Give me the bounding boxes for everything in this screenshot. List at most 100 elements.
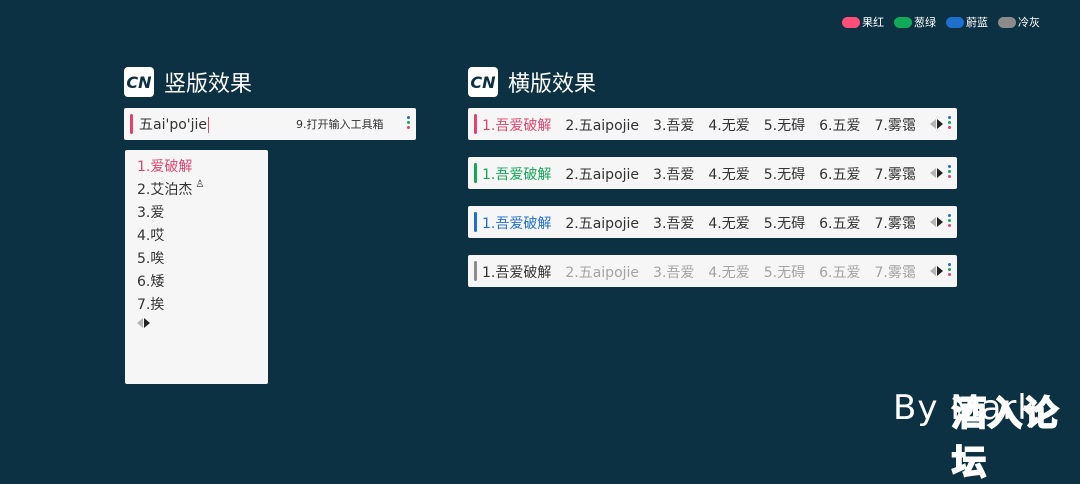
horizontal-candidate-bar-red: 1.吾爱破解 2.五aipojie 3.吾爱 4.无爱 5.无碍 6.五爱 7.… [468, 108, 957, 140]
legend-swatch [894, 16, 912, 28]
legend-label: 果红 [862, 16, 884, 29]
candidate-item[interactable]: 4.无爱 [708, 216, 750, 232]
candidate-item[interactable]: 1.吾爱破解 [482, 118, 552, 134]
candidate-item[interactable]: 3.吾爱 [653, 167, 695, 183]
more-menu-icon[interactable] [407, 116, 410, 129]
menu-dot [948, 170, 951, 173]
more-menu-icon[interactable] [948, 116, 951, 129]
candidate-item[interactable]: 3.爱 [137, 205, 165, 221]
candidate-item[interactable]: 1.吾爱破解 [482, 265, 552, 281]
legend-label: 冷灰 [1018, 16, 1040, 29]
candidate-item[interactable]: 5.唉 [137, 251, 165, 267]
candidate-row: 1.吾爱破解 2.五aipojie 3.吾爱 4.无爱 5.无碍 6.五爱 7.… [482, 164, 916, 184]
candidate-item[interactable]: 5.无碍 [763, 167, 806, 183]
candidate-row: 1.吾爱破解 2.五aipojie 3.吾爱 4.无爱 5.无碍 6.五爱 7.… [482, 115, 916, 135]
cn-badge-icon: CN [468, 67, 498, 97]
candidate-item[interactable]: 5.无碍 [763, 216, 806, 232]
candidate-item[interactable]: 6.五爱 [819, 167, 861, 183]
candidate-item[interactable]: 3.吾爱 [653, 265, 695, 281]
candidate-item[interactable]: 4.无爱 [708, 118, 750, 134]
theme-legend: 果红 葱绿 蔚蓝 冷灰 [842, 14, 1040, 30]
toolbox-hint[interactable]: 9.打开输入工具箱 [296, 118, 384, 131]
person-icon: ♙ [195, 179, 205, 190]
vertical-section-title: 竖版效果 [164, 72, 253, 97]
candidate-item[interactable]: 6.五爱 [819, 265, 861, 281]
candidate-item[interactable]: 5.无碍 [763, 118, 806, 134]
candidate-row: 1.吾爱破解 2.五aipojie 3.吾爱 4.无爱 5.无碍 6.五爱 7.… [482, 213, 916, 233]
page-arrows [930, 119, 943, 129]
prev-page-icon[interactable] [930, 119, 936, 129]
prev-page-icon[interactable] [930, 217, 936, 227]
composition-value: 五ai'po'jie [139, 117, 208, 133]
candidate-item[interactable]: 4.无爱 [708, 265, 750, 281]
menu-dot [948, 273, 951, 276]
text-caret [208, 117, 210, 133]
candidate-item[interactable]: 4.哎 [137, 228, 165, 244]
candidate-item[interactable]: 7.雾霭 [874, 216, 916, 232]
candidate-item[interactable]: 6.五爱 [819, 216, 861, 232]
candidate-item[interactable]: 2.五aipojie [565, 265, 640, 281]
next-page-icon[interactable] [937, 266, 943, 276]
candidate-item[interactable]: 7.雾霭 [874, 118, 916, 134]
legend-label: 蔚蓝 [966, 16, 988, 29]
legend-item-blue: 蔚蓝 [946, 14, 988, 30]
horizontal-candidate-bar-green: 1.吾爱破解 2.五aipojie 3.吾爱 4.无爱 5.无碍 6.五爱 7.… [468, 157, 957, 189]
next-page-icon[interactable] [937, 119, 943, 129]
legend-item-red: 果红 [842, 14, 884, 30]
next-page-icon[interactable] [937, 217, 943, 227]
candidate-item[interactable]: 7.挨 [137, 297, 165, 313]
legend-swatch [842, 16, 860, 28]
vertical-input-box[interactable]: 五ai'po'jie 9.打开输入工具箱 [124, 108, 416, 140]
menu-dot [948, 214, 951, 217]
legend-swatch [998, 16, 1016, 28]
next-page-icon[interactable] [144, 318, 150, 328]
horizontal-section-title: 横版效果 [508, 72, 597, 97]
candidate-item[interactable]: 2.五aipojie [565, 216, 640, 232]
candidate-text: 2.艾泊杰 [137, 182, 193, 198]
menu-dot [407, 126, 410, 129]
candidate-item[interactable]: 7.雾霭 [874, 167, 916, 183]
candidate-item[interactable]: 7.雾霭 [874, 265, 916, 281]
page-arrows [930, 168, 943, 178]
accent-bar [474, 114, 477, 134]
legend-label: 葱绿 [914, 16, 936, 29]
composition-text[interactable]: 五ai'po'jie [139, 114, 210, 134]
candidate-item[interactable]: 2.艾泊杰♙ [137, 179, 204, 199]
accent-bar [474, 261, 477, 281]
legend-item-gray: 冷灰 [998, 14, 1040, 30]
next-page-icon[interactable] [937, 168, 943, 178]
candidate-item[interactable]: 1.吾爱破解 [482, 216, 552, 232]
accent-bar [474, 212, 477, 232]
cn-badge-icon: CN [124, 67, 154, 97]
prev-page-icon[interactable] [930, 266, 936, 276]
more-menu-icon[interactable] [948, 214, 951, 227]
menu-dot [407, 116, 410, 119]
candidate-item[interactable]: 6.五爱 [819, 118, 861, 134]
candidate-item[interactable]: 5.无碍 [763, 265, 806, 281]
candidate-item[interactable]: 3.吾爱 [653, 216, 695, 232]
candidate-item[interactable]: 4.无爱 [708, 167, 750, 183]
candidate-item[interactable]: 6.矮 [137, 274, 165, 290]
candidate-item[interactable]: 1.爱破解 [137, 159, 193, 175]
prev-page-icon[interactable] [137, 318, 143, 328]
horizontal-candidate-bar-gray: 1.吾爱破解 2.五aipojie 3.吾爱 4.无爱 5.无碍 6.五爱 7.… [468, 255, 957, 287]
author-byline: By Mark [893, 388, 1039, 428]
candidate-item[interactable]: 1.吾爱破解 [482, 167, 552, 183]
candidate-item[interactable]: 2.五aipojie [565, 167, 640, 183]
legend-swatch [946, 16, 964, 28]
menu-dot [948, 165, 951, 168]
horizontal-section-header: CN 横版效果 [468, 66, 596, 98]
more-menu-icon[interactable] [948, 263, 951, 276]
horizontal-candidate-bar-blue: 1.吾爱破解 2.五aipojie 3.吾爱 4.无爱 5.无碍 6.五爱 7.… [468, 206, 957, 238]
menu-dot [948, 126, 951, 129]
page-arrows [930, 217, 943, 227]
candidate-item[interactable]: 3.吾爱 [653, 118, 695, 134]
accent-bar [130, 114, 133, 134]
prev-page-icon[interactable] [930, 168, 936, 178]
candidate-item[interactable]: 2.五aipojie [565, 118, 640, 134]
menu-dot [948, 121, 951, 124]
menu-dot [948, 175, 951, 178]
page-arrows [930, 266, 943, 276]
more-menu-icon[interactable] [948, 165, 951, 178]
menu-dot [948, 219, 951, 222]
